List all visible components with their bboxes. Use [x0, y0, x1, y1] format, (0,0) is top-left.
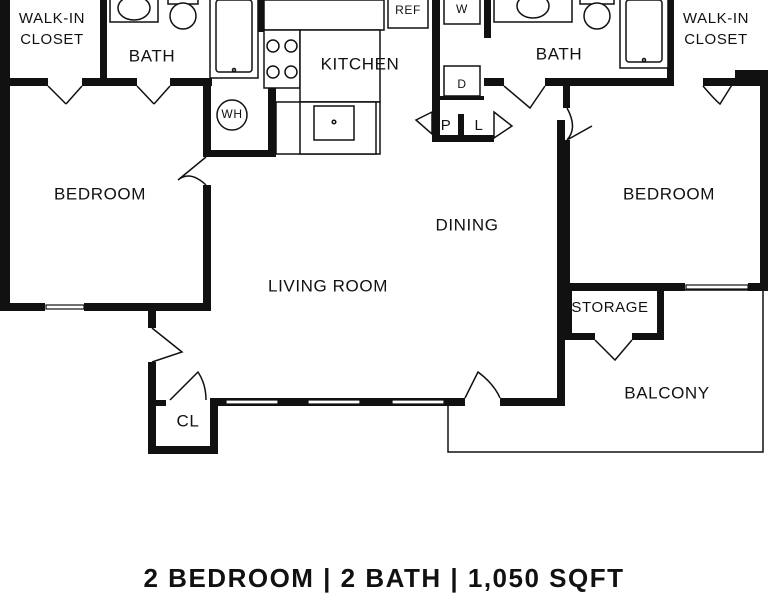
- bath-left-label: BATH: [129, 46, 175, 65]
- bedroom-right-label: BEDROOM: [623, 184, 715, 203]
- floor-plan: WALK-IN CLOSET BATH KITCHEN REF W D P L …: [0, 0, 768, 454]
- toilet-left: [169, 2, 197, 30]
- door-swings: [47, 79, 736, 401]
- balcony-outline: [447, 289, 764, 453]
- bedroom-left-label: BEDROOM: [54, 184, 146, 203]
- closet-label: CL: [177, 411, 200, 430]
- toilet-right: [583, 2, 611, 30]
- room-labels: WALK-IN CLOSET BATH KITCHEN REF W D P L …: [19, 2, 749, 430]
- walls: [0, 0, 768, 454]
- dryer-label: D: [457, 77, 466, 91]
- refrigerator-icon: [387, 0, 429, 29]
- walk-in-closet-right-line1: WALK-IN: [683, 10, 749, 27]
- washer-icon: [443, 0, 481, 25]
- storage-label: STORAGE: [571, 299, 648, 316]
- kitchen-label: KITCHEN: [321, 54, 400, 73]
- linen-label: L: [475, 117, 484, 134]
- stove-icon: [263, 29, 301, 89]
- walk-in-closet-right-line2: CLOSET: [684, 31, 748, 48]
- walk-in-closet-left-line2: CLOSET: [20, 31, 84, 48]
- fixtures: [109, 0, 669, 155]
- bath-right-label: BATH: [536, 44, 582, 63]
- walk-in-closet-left-line1: WALK-IN: [19, 10, 85, 27]
- dryer-icon: [443, 65, 481, 97]
- unit-summary: 2 BEDROOM | 2 BATH | 1,050 SQFT: [143, 563, 625, 593]
- washer-label: W: [456, 2, 468, 16]
- balcony-label: BALCONY: [624, 383, 709, 402]
- windows: [45, 284, 749, 405]
- ref-label: REF: [395, 3, 421, 17]
- water-heater-label: WH: [221, 107, 242, 121]
- water-heater-icon: [216, 99, 248, 131]
- pantry-label: P: [441, 117, 452, 134]
- living-room-label: LIVING ROOM: [268, 276, 388, 295]
- kitchen-counter-top: [263, 0, 385, 31]
- dining-label: DINING: [435, 215, 498, 234]
